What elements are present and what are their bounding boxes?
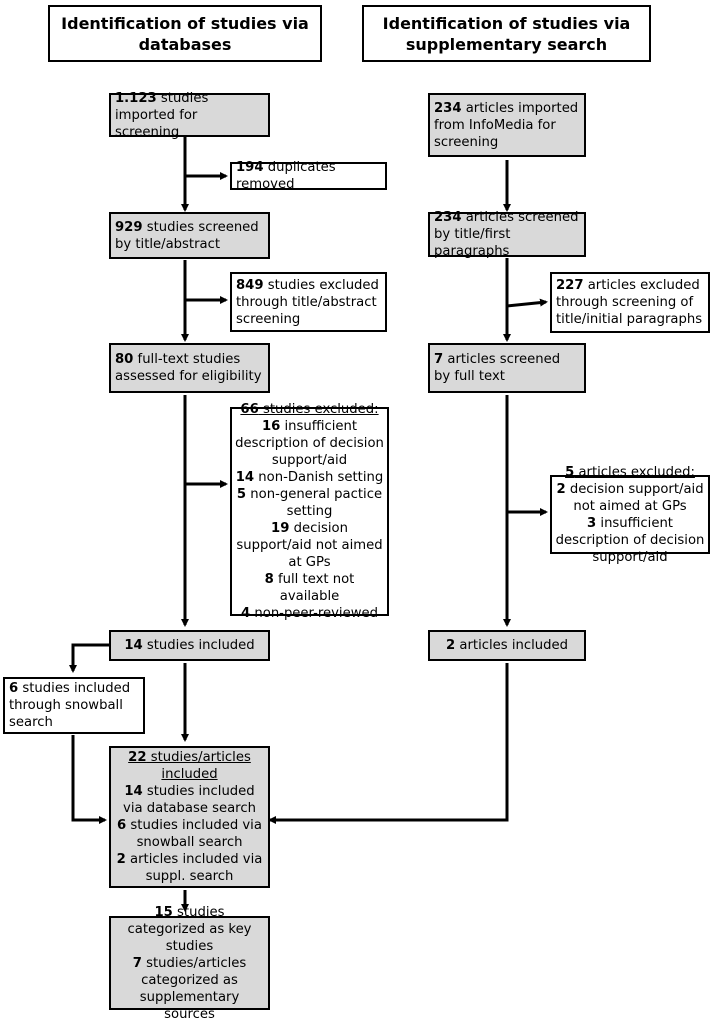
left-screened-count: 929 — [115, 219, 143, 235]
supp-count: 7 — [132, 955, 142, 971]
total-title: studies/articles included — [146, 750, 251, 782]
supp-label: studies/articles categorized as suppleme… — [139, 955, 247, 1022]
right-included-box: 2 articles included — [428, 630, 586, 661]
arrow-included-to-snowball — [69, 643, 110, 673]
right-screened-box: 234 articles screened by title/first par… — [428, 210, 586, 259]
reason-count: 8 — [264, 572, 274, 587]
left-imported-label: studies imported for screening — [115, 90, 209, 140]
right-imported-box: 234 articles imported from InfoMedia for… — [428, 93, 586, 157]
arrow-right-included-to-total — [268, 663, 509, 824]
right-fulltext-count: 7 — [434, 352, 444, 367]
reason-text: decision support/aid not aimed at GPs — [565, 481, 704, 514]
reason-text: insufficient description of decision sup… — [555, 515, 705, 565]
reason-text: non-general pactice setting — [246, 487, 383, 519]
left-excluded-title-label: studies excluded through title/abstract … — [236, 277, 379, 327]
right-imported-label: articles imported from InfoMedia for scr… — [434, 100, 579, 150]
right-excluded-title-count: 227 — [556, 278, 584, 293]
left-screened-label: studies screened by title/abstract — [115, 219, 259, 252]
total-count: 22 — [128, 750, 147, 765]
header-supplementary-text: Identification of studies via supplement… — [382, 13, 631, 54]
left-excluded-title-box: 849 studies excluded through title/abstr… — [230, 272, 387, 332]
reason-text: non-Danish setting — [254, 470, 384, 485]
left-excluded-full-title: studies excluded: — [258, 402, 379, 417]
total-item-count: 6 — [117, 818, 127, 833]
left-fulltext-box: 80 full-text studies assessed for eligib… — [109, 343, 270, 393]
left-fulltext-label: full-text studies assessed for eligibili… — [115, 352, 262, 384]
header-databases-text: Identification of studies via databases — [61, 13, 309, 54]
right-excluded-full-count: 5 — [565, 464, 575, 480]
reason-count: 5 — [236, 487, 247, 502]
reason-text: full text not available — [273, 572, 355, 604]
total-item-text: articles included via suppl. search — [125, 852, 263, 884]
arrow-snowball-to-total — [71, 735, 107, 824]
reason-text: insufficient description of decision sup… — [235, 419, 384, 468]
left-duplicates-count: 194 — [236, 160, 264, 175]
total-item-count: 2 — [116, 852, 126, 867]
right-excluded-full-title: articles excluded: — [574, 464, 695, 480]
arrow-right-to-excluded-title — [506, 298, 548, 308]
left-included-label: studies included — [142, 638, 255, 653]
left-included-count: 14 — [124, 638, 143, 653]
right-screened-count: 234 — [434, 210, 462, 225]
reason-count: 19 — [271, 521, 290, 536]
right-excluded-full-box: 5 articles excluded: 2 decision support/… — [550, 465, 710, 565]
left-included-box: 14 studies included — [109, 630, 270, 661]
total-item-count: 14 — [124, 784, 143, 799]
total-included-box: 22 studies/articles included 14 studies … — [109, 746, 270, 888]
left-excluded-full-count: 66 — [240, 402, 259, 417]
right-fulltext-box: 7 articles screened by full text — [428, 343, 586, 393]
left-duplicates-box: 194 duplicates removed — [230, 160, 387, 192]
snowball-box: 6 studies included through snowball sear… — [3, 677, 145, 734]
left-imported-box: 1.123 studies imported for screening — [109, 90, 270, 140]
reason-count: 2 — [556, 481, 566, 497]
total-item-text: studies included via database search — [123, 784, 256, 816]
reason-text: non-peer-reviewed — [250, 606, 378, 621]
left-imported-count: 1.123 — [115, 90, 157, 106]
right-included-count: 2 — [446, 638, 456, 653]
reason-text: decision support/aid not aimed at GPs — [236, 521, 383, 570]
snowball-label: studies included through snowball search — [9, 681, 131, 730]
key-count: 15 — [154, 904, 173, 920]
right-screened-label: articles screened by title/first paragra… — [434, 210, 579, 259]
reason-count: 14 — [235, 470, 255, 485]
categorized-box: 15 studies categorized as key studies 7 … — [109, 905, 270, 1022]
left-excluded-full-box: 66 studies excluded: 16 insufficient des… — [230, 402, 389, 621]
right-excluded-title-box: 227 articles excluded through screening … — [550, 272, 710, 333]
total-item-text: studies included via snowball search — [126, 818, 262, 850]
reason-count: 4 — [241, 606, 251, 621]
header-databases: Identification of studies via databases — [48, 5, 322, 62]
right-included-label: articles included — [455, 638, 568, 653]
reason-count: 3 — [587, 515, 597, 531]
right-fulltext-label: articles screened by full text — [434, 352, 561, 384]
key-label: studies categorized as key studies — [127, 904, 252, 954]
right-excluded-title-label: articles excluded through screening of t… — [556, 278, 703, 327]
left-excluded-title-count: 849 — [236, 277, 264, 293]
left-screened-box: 929 studies screened by title/abstract — [109, 212, 270, 259]
header-supplementary: Identification of studies via supplement… — [362, 5, 651, 62]
snowball-count: 6 — [9, 681, 19, 696]
left-duplicates-label: duplicates removed — [236, 160, 336, 192]
left-fulltext-count: 80 — [115, 352, 134, 367]
right-imported-count: 234 — [434, 100, 462, 116]
reason-count: 16 — [261, 419, 281, 434]
